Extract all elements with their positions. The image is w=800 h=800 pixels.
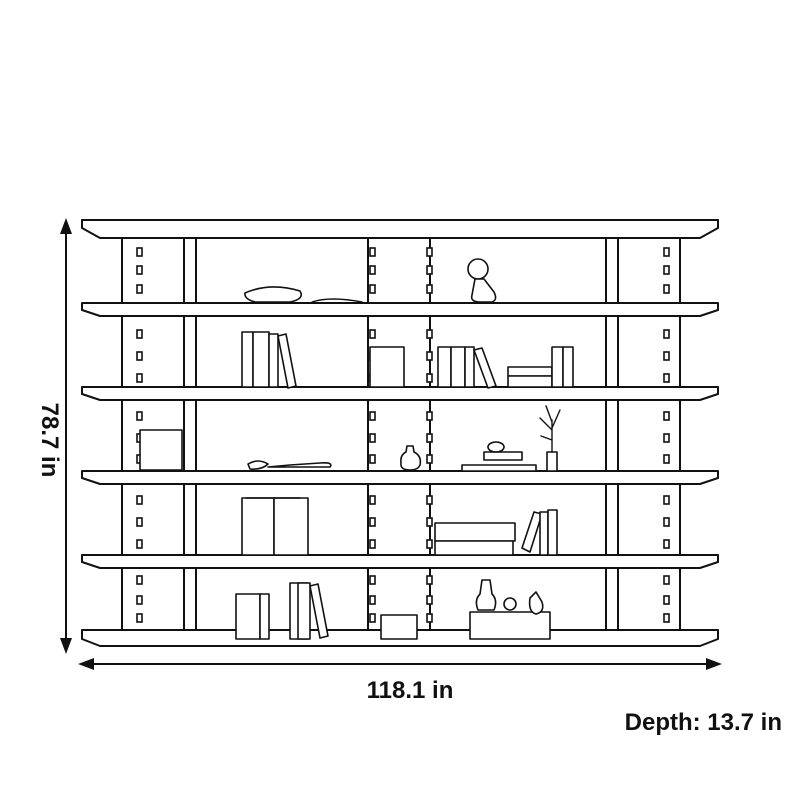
adjustment-slot	[136, 495, 143, 505]
adjustment-slot	[369, 517, 376, 527]
adjustment-slot	[369, 265, 376, 275]
height-label: 78.7 in	[36, 403, 63, 478]
box-decor	[369, 346, 405, 388]
plant-vase-decor	[539, 405, 561, 472]
width-label: 118.1 in	[367, 677, 454, 704]
book-stack-decor	[507, 346, 574, 388]
figurines-decor	[469, 579, 551, 640]
width-dimension: 118.1 in	[78, 658, 722, 704]
small-bowl-decor	[247, 460, 269, 470]
adjustment-slot	[426, 284, 433, 294]
adjustment-slot	[426, 433, 433, 443]
adjustment-slot	[136, 595, 143, 605]
decor-items	[139, 258, 574, 640]
adjustment-slot	[136, 613, 143, 623]
books-group-2	[437, 346, 497, 389]
adjustment-slot	[426, 411, 433, 421]
books-group-1	[241, 331, 297, 389]
adjustment-slot	[426, 351, 433, 361]
adjustment-slot	[369, 411, 376, 421]
adjustment-slot	[426, 517, 433, 527]
depth-label: Depth: 13.7 in	[625, 709, 782, 736]
height-dimension: 78.7 in	[36, 218, 72, 654]
adjustment-slot	[426, 265, 433, 275]
adjustment-slot	[136, 284, 143, 294]
shelf-board-top	[81, 219, 719, 239]
adjustment-slot	[663, 454, 670, 464]
adjustment-slot	[663, 595, 670, 605]
adjustment-slot	[369, 454, 376, 464]
shelf-board-5	[81, 554, 719, 569]
adjustment-slot	[426, 329, 433, 339]
adjustment-slot	[136, 575, 143, 585]
arrow-up-icon	[60, 218, 72, 234]
dish-decor	[267, 462, 332, 468]
books-group-row5	[235, 582, 329, 640]
sculpture-decor	[467, 258, 497, 303]
adjustment-slot	[369, 329, 376, 339]
adjustment-slot	[369, 575, 376, 585]
adjustment-slot	[369, 247, 376, 257]
magazine-files-decor	[241, 497, 309, 556]
arrow-down-icon	[60, 638, 72, 654]
adjustment-slot	[426, 575, 433, 585]
adjustment-slot	[663, 411, 670, 421]
adjustment-slot	[426, 595, 433, 605]
arrow-right-icon	[706, 658, 722, 670]
adjustment-slot	[663, 329, 670, 339]
adjustment-slot	[136, 517, 143, 527]
adjustment-slot	[426, 613, 433, 623]
adjustment-slot	[663, 495, 670, 505]
stacked-tray-decor	[461, 441, 537, 472]
adjustment-slot	[369, 613, 376, 623]
adjustment-slot	[426, 373, 433, 383]
vertical-panels	[121, 227, 681, 639]
adjustment-slot	[369, 433, 376, 443]
shelf-board-2	[81, 302, 719, 317]
adjustment-slot	[663, 613, 670, 623]
adjustment-slot	[663, 351, 670, 361]
adjustment-slot	[663, 373, 670, 383]
adjustment-slot	[136, 247, 143, 257]
arrow-left-icon	[78, 658, 94, 670]
adjustment-slot	[369, 495, 376, 505]
adjustment-slot	[663, 284, 670, 294]
center-panel	[367, 227, 431, 639]
adjustment-slot	[426, 539, 433, 549]
shelf-board-3	[81, 386, 719, 401]
right-end-panel	[617, 227, 681, 639]
adjustment-slot	[369, 595, 376, 605]
adjustment-slot	[663, 517, 670, 527]
adjustment-slot	[136, 351, 143, 361]
tray-decor	[311, 298, 363, 303]
basket-decor	[139, 429, 183, 471]
shelf-board-4	[81, 470, 719, 485]
shelf-unit	[81, 219, 719, 647]
adjustment-slot	[369, 284, 376, 294]
adjustment-slot	[663, 265, 670, 275]
adjustment-slot	[136, 539, 143, 549]
adjustment-slot	[136, 373, 143, 383]
vase-decor	[400, 445, 422, 471]
adjustment-slot	[663, 539, 670, 549]
adjustment-slot	[663, 433, 670, 443]
adjustment-slot	[663, 575, 670, 585]
bowl-decor	[244, 286, 303, 303]
book-stack-row4-decor	[434, 509, 558, 556]
adjustment-slot	[426, 495, 433, 505]
small-box-decor	[380, 614, 418, 640]
adjustment-slot	[426, 454, 433, 464]
adjustment-slot	[136, 329, 143, 339]
adjustment-slot	[136, 265, 143, 275]
adjustment-slot	[136, 411, 143, 421]
adjustment-slot	[663, 247, 670, 257]
adjustment-slot	[426, 247, 433, 257]
adjustment-slot	[369, 539, 376, 549]
